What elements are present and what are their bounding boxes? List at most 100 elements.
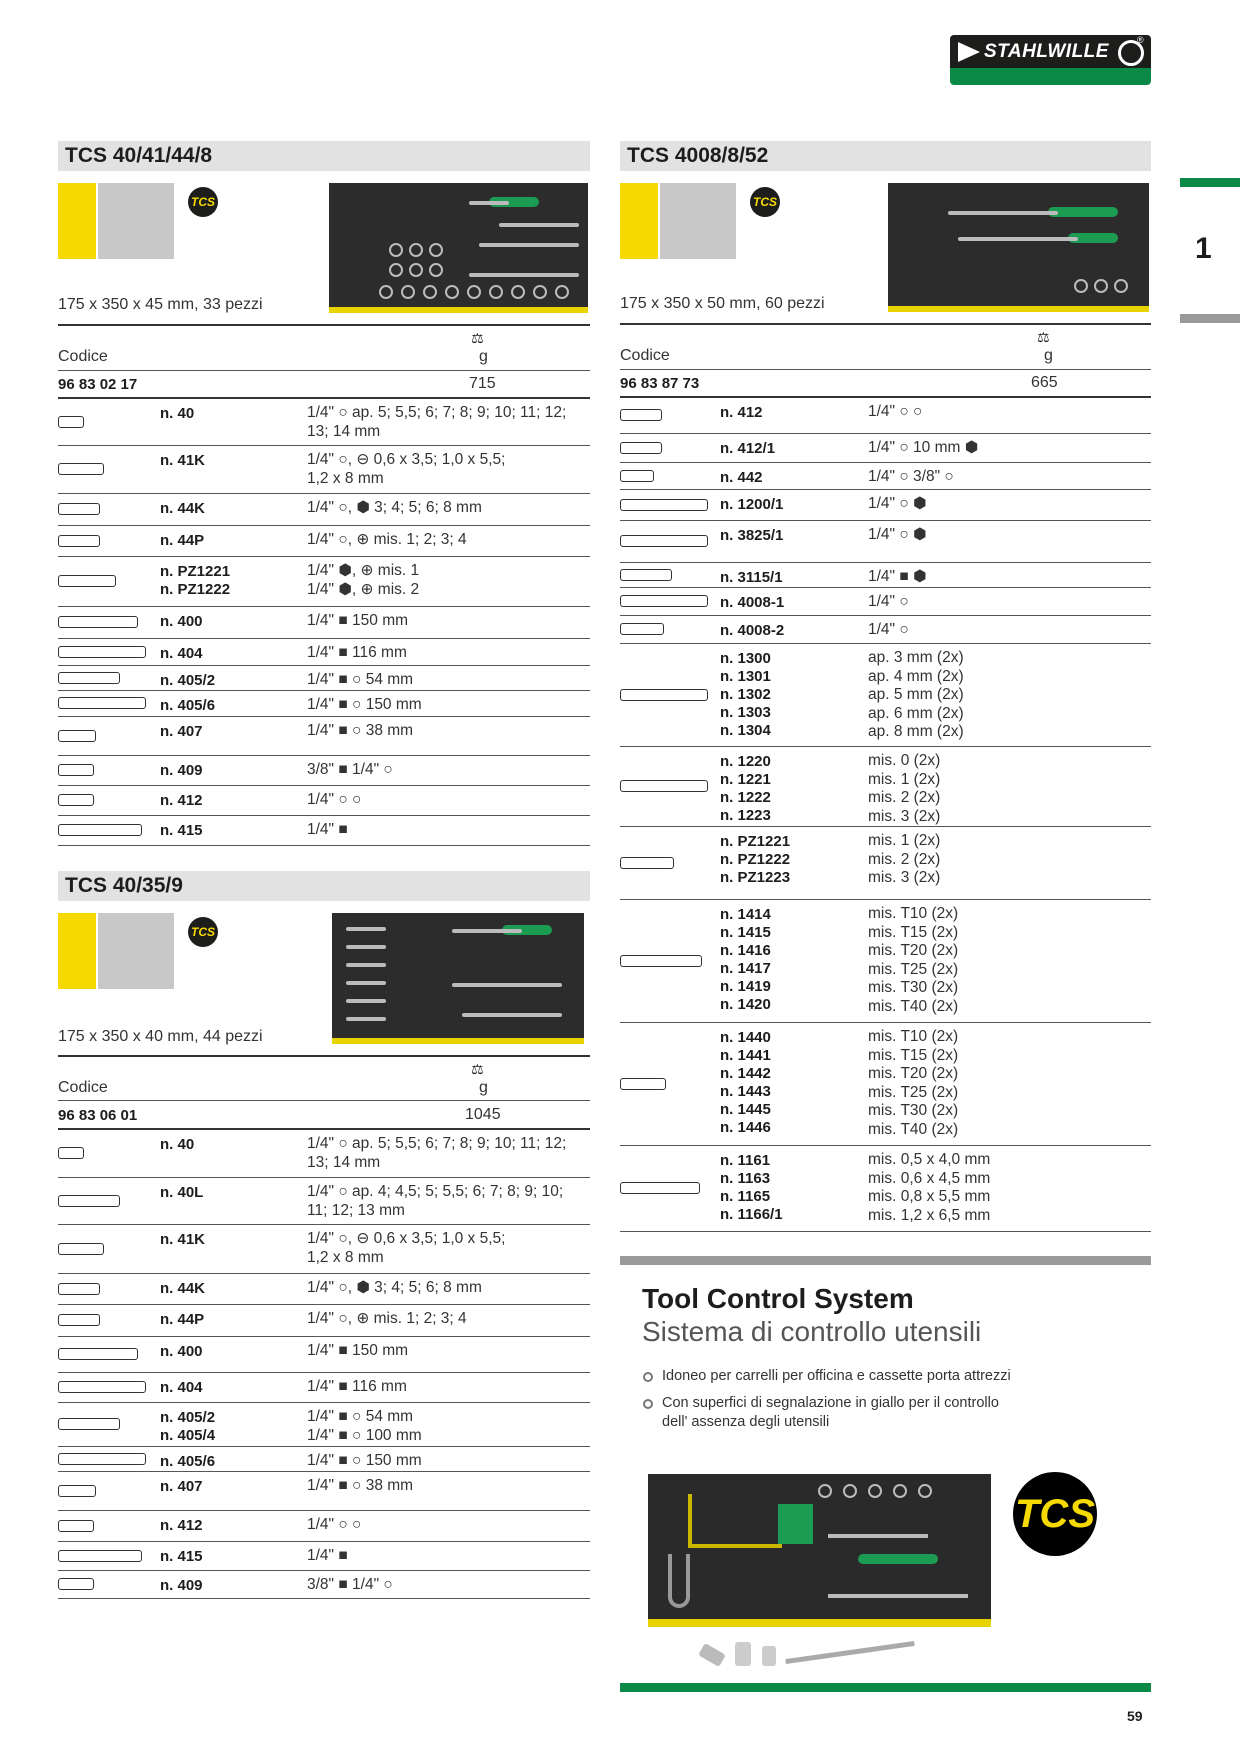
divider bbox=[58, 397, 590, 399]
yellow-swatch bbox=[58, 183, 96, 259]
item-description: 1/4" ○ ⬢ bbox=[868, 495, 927, 512]
item-description: 1/4" ■ ○ 38 mm bbox=[307, 1477, 414, 1494]
code-label: Codice bbox=[58, 348, 108, 365]
item-description: 1/4" ■ ○ 38 mm bbox=[307, 722, 414, 739]
tool-illustration-icon bbox=[58, 534, 100, 547]
item-description: mis. 0 (2x) mis. 1 (2x) mis. 2 (2x) mis.… bbox=[868, 752, 941, 825]
row-divider bbox=[58, 1570, 590, 1571]
item-description: 1/4" ■ 150 mm bbox=[307, 1342, 409, 1359]
tool-illustration-icon bbox=[58, 1242, 104, 1255]
tool-illustration-icon bbox=[620, 409, 662, 421]
item-description: 1/4" ⬢, ⊕ mis. 1 1/4" ⬢, ⊕ mis. 2 bbox=[307, 562, 420, 598]
grey-swatch bbox=[136, 183, 174, 259]
row-divider bbox=[58, 525, 590, 526]
row-divider bbox=[620, 643, 1151, 644]
item-number: n. PZ1221 n. PZ1222 bbox=[160, 563, 231, 598]
item-number: n. 1161 n. 1163 n. 1165 n. 1166/1 bbox=[720, 1152, 783, 1223]
set2-header: TCS 40/35/9 bbox=[58, 871, 590, 901]
tool-illustration-icon bbox=[58, 1578, 94, 1590]
tool-illustration-icon bbox=[58, 1348, 138, 1360]
item-number: n. 44K bbox=[160, 500, 206, 517]
item-number: n. 1414 n. 1415 n. 1416 n. 1417 n. 1419 … bbox=[720, 906, 771, 1013]
item-number: n. 400 bbox=[160, 1343, 203, 1360]
tool-illustration-icon bbox=[620, 498, 708, 511]
set1-tray-image bbox=[329, 183, 588, 313]
set1-header: TCS 40/41/44/8 bbox=[58, 141, 590, 171]
item-description: 1/4" ○, ⊕ mis. 1; 2; 3; 4 bbox=[307, 1310, 467, 1327]
item-number: n. 44P bbox=[160, 532, 205, 549]
set2-code: 96 83 06 01 bbox=[58, 1107, 138, 1124]
scale-icon: ⚖ bbox=[471, 1061, 484, 1077]
row-divider bbox=[58, 638, 590, 639]
tool-illustration-icon bbox=[58, 575, 116, 587]
tool-illustration-icon bbox=[620, 535, 708, 547]
tool-illustration-icon bbox=[620, 441, 662, 454]
row-divider bbox=[58, 1541, 590, 1542]
row-divider bbox=[620, 615, 1151, 616]
row-divider bbox=[58, 755, 590, 756]
tool-illustration-icon bbox=[58, 1519, 94, 1532]
tool-illustration-icon bbox=[58, 1452, 146, 1465]
row-divider bbox=[620, 489, 1151, 490]
row-divider bbox=[58, 845, 590, 846]
weight-unit: g bbox=[479, 1079, 488, 1096]
row-divider bbox=[620, 520, 1151, 521]
item-description: 1/4" ○ ap. 4; 4,5; 5; 5,5; 6; 7; 8; 9; 1… bbox=[307, 1183, 564, 1219]
item-description: 1/4" ○ 10 mm ⬢ bbox=[868, 439, 979, 456]
item-description: 3/8" ■ 1/4" ○ bbox=[307, 1576, 393, 1593]
tool-illustration-icon bbox=[58, 729, 96, 742]
grey-swatch bbox=[98, 183, 136, 259]
item-description: 1/4" ○ ○ bbox=[307, 791, 362, 808]
item-description: 1/4" ■ ○ 150 mm bbox=[307, 696, 422, 713]
tool-illustration-icon bbox=[620, 623, 664, 635]
item-description: 1/4" ○, ⬢ 3; 4; 5; 6; 8 mm bbox=[307, 1279, 482, 1296]
item-number: n. 405/6 bbox=[160, 1453, 216, 1470]
tcs-bullet: Con superfici di segnalazione in giallo … bbox=[662, 1395, 999, 1430]
row-divider bbox=[58, 1336, 590, 1337]
item-number: n. 412 bbox=[720, 404, 763, 421]
item-number: n. 415 bbox=[160, 822, 203, 839]
weight-unit: g bbox=[479, 348, 488, 365]
tool-illustration-icon bbox=[58, 824, 142, 836]
item-description: ap. 3 mm (2x) ap. 4 mm (2x) ap. 5 mm (2x… bbox=[868, 649, 964, 740]
tool-illustration-icon bbox=[58, 645, 146, 658]
divider bbox=[58, 370, 590, 371]
logo-arrow-icon bbox=[958, 42, 980, 62]
bullet-icon bbox=[643, 1372, 653, 1382]
yellow-swatch bbox=[58, 913, 96, 989]
item-number: n. 412 bbox=[160, 1517, 203, 1534]
set3-header: TCS 4008/8/52 bbox=[620, 141, 1151, 171]
item-description: 1/4" ○ ap. 5; 5,5; 6; 7; 8; 9; 10; 11; 1… bbox=[307, 404, 567, 440]
tool-illustration-icon bbox=[58, 1381, 146, 1393]
item-number: n. 405/2 bbox=[160, 672, 216, 689]
set2-dimensions: 175 x 350 x 40 mm, 44 pezzi bbox=[58, 1028, 263, 1045]
tool-illustration-icon bbox=[58, 1418, 120, 1430]
tool-illustration-icon bbox=[620, 595, 708, 607]
item-number: n. 44K bbox=[160, 1280, 206, 1297]
item-number: n. 415 bbox=[160, 1548, 203, 1565]
item-number: n. 412 bbox=[160, 792, 203, 809]
loose-tools-image bbox=[698, 1640, 920, 1670]
divider bbox=[620, 396, 1151, 398]
divider bbox=[58, 1055, 590, 1057]
item-description: 1/4" ○ bbox=[868, 621, 909, 638]
set2-tray-image bbox=[332, 913, 584, 1044]
scale-icon: ⚖ bbox=[1037, 329, 1050, 345]
footer-green-line bbox=[620, 1683, 1151, 1692]
tool-illustration-icon bbox=[620, 469, 654, 482]
row-divider bbox=[620, 1022, 1151, 1023]
item-number: n. 44P bbox=[160, 1311, 205, 1328]
tool-illustration-icon bbox=[58, 671, 120, 684]
row-divider bbox=[620, 433, 1151, 434]
item-number: n. 40 bbox=[160, 1136, 195, 1153]
item-number: n. 400 bbox=[160, 613, 203, 630]
row-divider bbox=[620, 1145, 1151, 1146]
tool-illustration-icon bbox=[58, 1549, 142, 1562]
set1-code: 96 83 02 17 bbox=[58, 376, 138, 393]
tool-illustration-icon bbox=[58, 697, 146, 709]
row-divider bbox=[58, 606, 590, 607]
row-divider bbox=[58, 1510, 590, 1511]
item-number: n. 1440 n. 1441 n. 1442 n. 1443 n. 1445 … bbox=[720, 1029, 771, 1136]
item-description: 1/4" ■ 116 mm bbox=[307, 1378, 407, 1395]
row-divider bbox=[620, 746, 1151, 747]
